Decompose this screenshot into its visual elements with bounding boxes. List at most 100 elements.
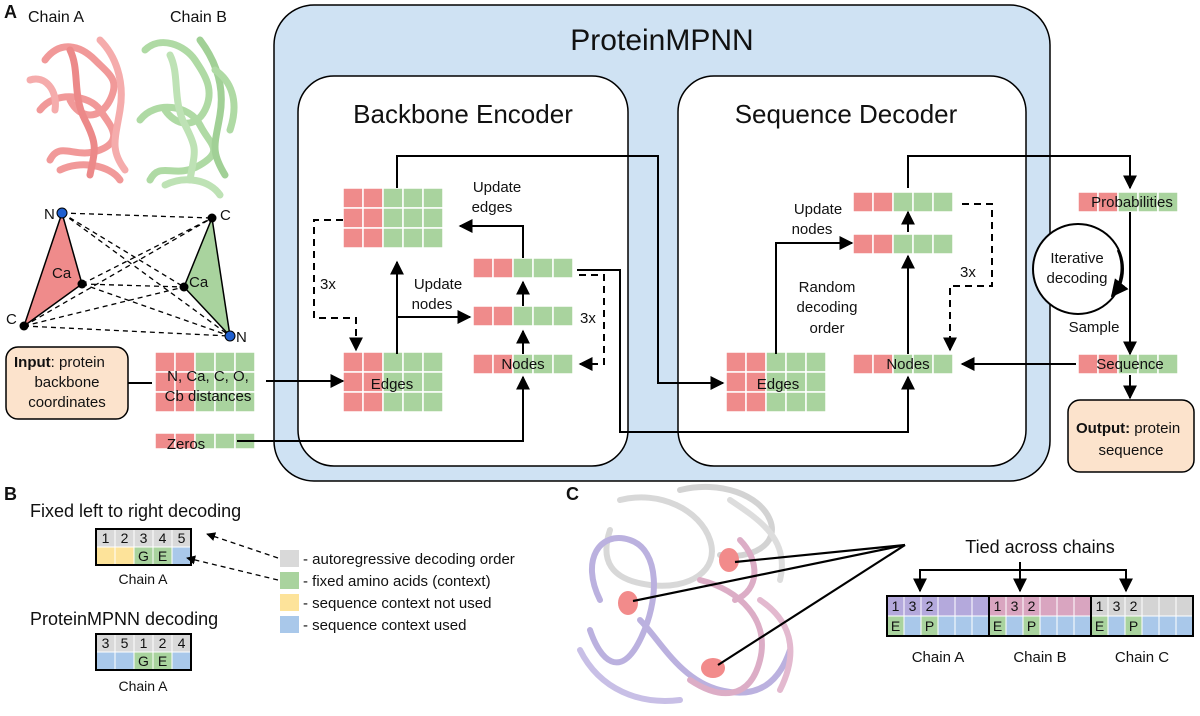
probabilities-label: Probabilities [1091,194,1173,211]
chain-order-number: 3 [909,598,917,614]
grid-cell [552,305,574,327]
grid-cell [382,207,404,229]
grid-cell [932,191,954,213]
sequence-cell [114,546,135,566]
grid-cell [362,227,384,249]
chain-order-number: 1 [994,598,1002,614]
grid-cell [912,233,934,255]
chain-sequence-cell [1158,615,1177,637]
chain-order-number: 1 [1096,598,1104,614]
legend-swatch [280,594,299,611]
legend-swatch [280,616,299,633]
grid-cell [402,187,424,209]
grid-cell [402,351,424,373]
sample-text: Sample [1069,319,1120,336]
chain-sequence-cell [1107,615,1126,637]
decoder-edges-grid [725,351,827,413]
chain-sequence-cell [954,615,973,637]
grid-cell [382,351,404,373]
chain-order-cell [1073,595,1092,617]
chain-name-label: Chain C [1115,649,1169,666]
sequence-grid [1077,353,1179,375]
encoder-nodes-label: Nodes [501,356,544,373]
grid-cell [852,233,874,255]
iterative-text-1: Iterative [1050,250,1103,267]
chain-order-cell [1039,595,1058,617]
decoder-update-nodes-text-1: Update [794,201,842,218]
grid-cell [892,233,914,255]
grid-cell [872,191,894,213]
chain-sequence-cell [1073,615,1092,637]
chain-sequence-residue: P [1027,618,1036,634]
grid-cell [912,191,934,213]
grid-cell [342,207,364,229]
backbone-triangles [19,207,236,342]
grid-cell [805,351,827,373]
grid-cell [342,391,364,413]
chain-sequence-cell [1141,615,1160,637]
grid-cell [422,207,444,229]
table-border [95,633,192,671]
features-label-2: Cb distances [165,388,252,405]
grid-cell [892,191,914,213]
chain-sequence-cell [937,615,956,637]
encoder-edges-top-grid [342,187,444,249]
sequence-residue: G [138,548,149,564]
chain-order-number: 3 [1113,598,1121,614]
grid-cell [492,305,514,327]
chain-sequence-cell [903,615,922,637]
grid-cell [765,391,787,413]
grid-cell [932,233,954,255]
sequence-cell [171,546,192,566]
panel-label-b: B [4,484,17,504]
encoder-nodes-mid-grid [472,305,574,327]
order-number: 5 [121,635,129,651]
tied-pointer-lines [632,543,906,666]
chain-sequence-residue: P [925,618,934,634]
chain-b-label: Chain B [170,9,227,26]
mpnn-chain-label: Chain A [118,678,168,694]
grid-cell [342,351,364,373]
decoder-nodes-grid [852,353,954,375]
tied-bracket-arrows [913,562,1133,593]
grid-cell [785,351,807,373]
chain-table-border [1090,595,1194,637]
grid-cell [422,187,444,209]
grid-cell [852,353,874,375]
grid-cell [725,391,747,413]
tied-across-chains-title: Tied across chains [965,537,1114,557]
protein-dimer-structure [26,36,238,199]
output-text-line1: Output: protein [1076,420,1180,437]
grid-cell [1157,191,1179,213]
proteinmpnn-title: ProteinMPNN [570,24,753,57]
chain-order-cell [1158,595,1177,617]
encoder-repeat-right: 3x [580,310,596,327]
zeros-label: Zeros [167,436,205,453]
order-number: 3 [140,530,148,546]
grid-cell [472,305,494,327]
sequence-cell [95,651,116,671]
decoder-update-nodes-text-2: nodes [792,221,833,238]
legend-pointer-arrows [186,532,279,581]
grid-cell [805,391,827,413]
grid-cell [552,353,574,375]
legend-label: - fixed amino acids (context) [303,573,491,590]
encoder-nodes-grid [472,353,574,375]
sequence-residue: G [138,653,149,669]
probabilities-grid [1077,191,1179,213]
input-text-line3: coordinates [28,394,106,411]
chain-sequence-residue: E [1095,618,1104,634]
chain-sequence-cell [971,615,990,637]
table-border [95,528,192,566]
chain-order-cell [1175,595,1194,617]
fixed-decoding-title: Fixed left to right decoding [30,501,241,521]
chain-sequence-cell [1005,615,1024,637]
atom-c-1: C [6,311,17,328]
grid-cell [1077,353,1099,375]
random-order-text-2: decoding [797,299,858,316]
grid-cell [852,191,874,213]
grid-cell [362,187,384,209]
order-number: 2 [159,635,167,651]
sequence-cell [95,546,116,566]
